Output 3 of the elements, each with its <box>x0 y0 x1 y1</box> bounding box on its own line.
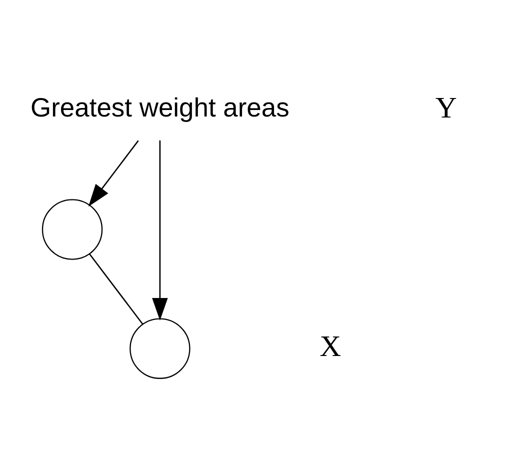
label: Y <box>435 92 457 125</box>
label: X <box>320 330 342 363</box>
node-text: Greatest weight areas <box>30 92 290 123</box>
